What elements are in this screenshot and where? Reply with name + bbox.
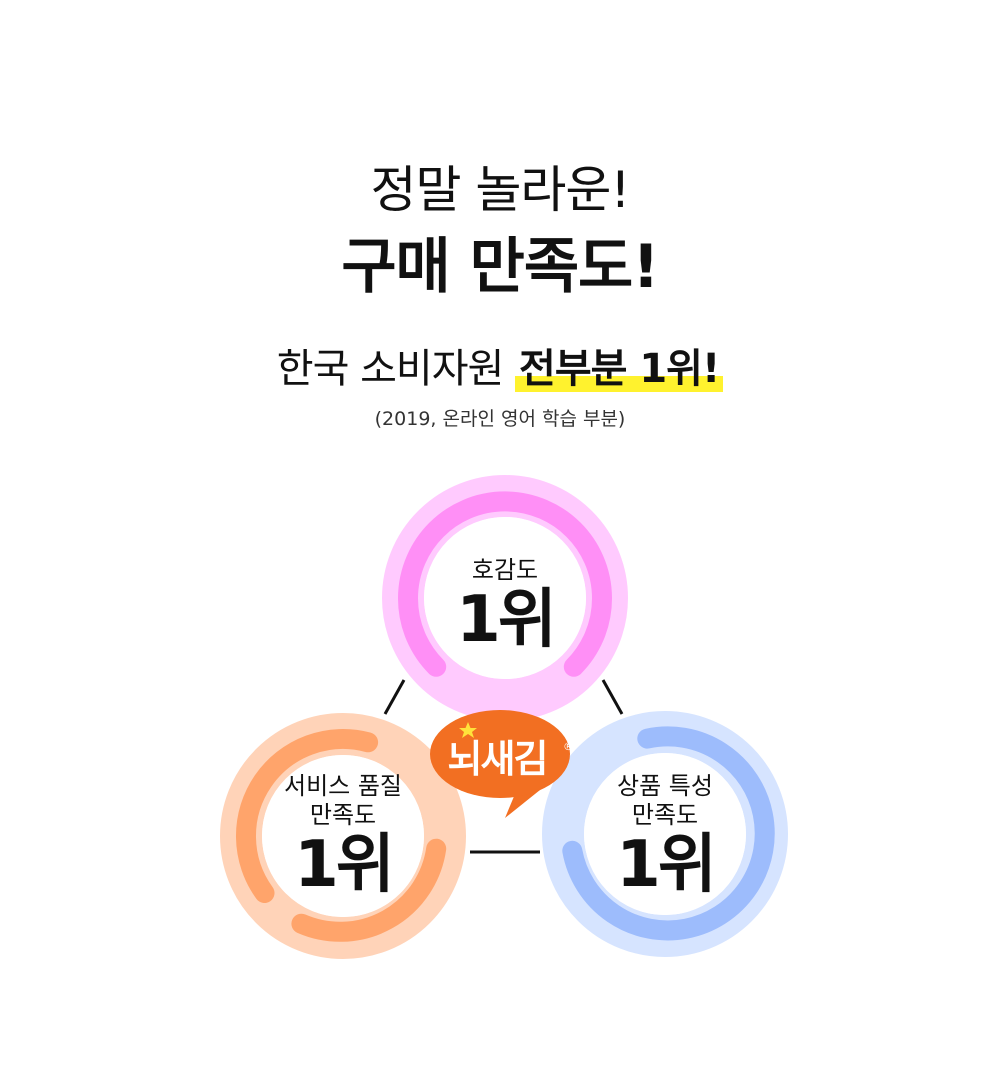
subtitle-note: (2019, 온라인 영어 학습 부분) [374, 408, 626, 430]
subtitle-prefix: 한국 소비자원 [276, 346, 516, 392]
ring-progress-left [236, 729, 379, 903]
ring-label-service-quality: 서비스 품질 만족도 1위 [263, 772, 423, 900]
award-rank: 1위 [294, 828, 394, 902]
ring-service-quality [220, 713, 466, 959]
registered-mark: ® [563, 740, 574, 753]
award-rank: 1위 [456, 583, 556, 657]
ring-product-features [542, 711, 788, 957]
award-label-line2: 만족도 [631, 801, 699, 829]
award-label: 서비스 품질 [283, 772, 403, 800]
ring-favorability [382, 475, 628, 721]
star-icon [459, 722, 477, 738]
award-label: 상품 특성 [617, 772, 713, 800]
ring-progress-right [291, 838, 447, 942]
connector-line-right [601, 679, 624, 715]
award-label-line2: 만족도 [309, 801, 377, 829]
ring-center [584, 753, 746, 915]
connector-line-left [383, 679, 406, 715]
badge-brand-text: 뇌새김 [448, 737, 547, 781]
ring-center [424, 517, 586, 679]
headline-top: 정말 놀라운! [370, 161, 631, 219]
ring-label-product-features: 상품 특성 만족도 1위 [585, 772, 745, 900]
brand-badge: 뇌새김 ® [430, 710, 574, 818]
subtitle: 한국 소비자원 전부분 1위! [0, 336, 1000, 394]
award-rank: 1위 [616, 828, 716, 902]
ring-progress [562, 726, 775, 941]
ring-center [262, 755, 424, 917]
subtitle-highlight: 전부분 1위! [515, 346, 724, 392]
ring-label-favorability: 호감도 1위 [425, 556, 585, 655]
award-label: 호감도 [471, 556, 539, 584]
ring-progress [398, 491, 612, 677]
headline-main: 구매 만족도! [341, 232, 659, 302]
